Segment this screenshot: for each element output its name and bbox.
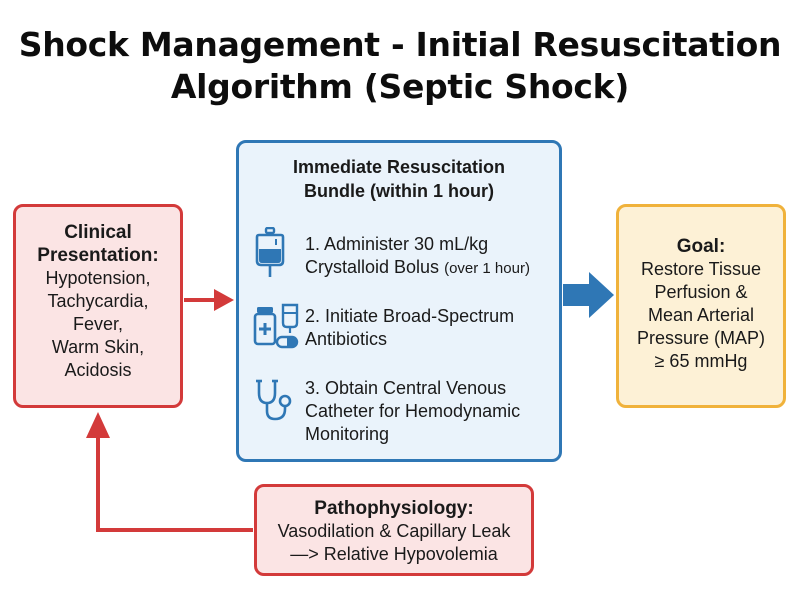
goal-heading: Goal:: [676, 236, 726, 257]
clinical-heading-line-2: Presentation:: [37, 245, 159, 266]
goal-item: Pressure (MAP): [636, 328, 766, 348]
pathophysiology-line-2: —> Relative Hypovolemia: [290, 544, 498, 564]
clinical-item: Warm Skin,: [51, 337, 145, 357]
step-1-line-2-text: Crystalloid Bolus: [305, 257, 440, 277]
title-line-1: Shock Management - Initial Resuscitation: [18, 25, 782, 64]
goal-item: Restore Tissue: [640, 259, 762, 279]
step-3-line-1: 3. Obtain Central Venous: [305, 378, 507, 398]
step-1-note: (over 1 hour): [444, 260, 530, 277]
goal-item: Mean Arterial: [647, 305, 755, 325]
step-2-line-1: 2. Initiate Broad-Spectrum: [305, 306, 515, 326]
medication-icon: [253, 303, 299, 349]
arrow-pathophysiology-to-clinical: [86, 412, 253, 532]
step-3-line-3: Monitoring: [305, 424, 390, 444]
step-3-line-2: Catheter for Hemodynamic: [305, 401, 521, 421]
bundle-title-line-2: Bundle (within 1 hour): [304, 181, 494, 201]
bundle-step-3: 3. Obtain Central Venous Catheter for He…: [305, 377, 555, 446]
diagram-title: Shock Management - Initial Resuscitation…: [0, 24, 800, 108]
step-1-line-2: Crystalloid Bolus (over 1 hour): [305, 256, 555, 280]
bundle-step-1: 1. Administer 30 mL/kg Crystalloid Bolus…: [305, 233, 555, 280]
bundle-title: Immediate Resuscitation Bundle (within 1…: [239, 155, 559, 203]
goal-item: ≥ 65 mmHg: [654, 351, 748, 371]
clinical-item: Hypotension,: [45, 268, 151, 288]
title-line-2: Algorithm (Septic Shock): [170, 67, 630, 106]
arrow-bundle-to-goal: [563, 272, 614, 318]
clinical-heading-line-1: Clinical: [64, 222, 132, 243]
arrow-clinical-to-bundle: [184, 289, 234, 311]
pathophysiology-box: Pathophysiology: Vasodilation & Capillar…: [254, 484, 534, 576]
bundle-step-2: 2. Initiate Broad-Spectrum Antibiotics: [305, 305, 555, 351]
clinical-item: Tachycardia,: [47, 291, 149, 311]
clinical-item: Fever,: [72, 314, 124, 334]
bundle-title-line-1: Immediate Resuscitation: [292, 157, 506, 177]
pathophysiology-line-1: Vasodilation & Capillary Leak: [277, 521, 511, 541]
clinical-presentation-box: Clinical Presentation: Hypotension, Tach…: [13, 204, 183, 408]
iv-bag-icon: [255, 227, 285, 277]
step-1-line-1: 1. Administer 30 mL/kg: [305, 234, 489, 254]
stethoscope-icon: [256, 379, 292, 421]
goal-box: Goal: Restore Tissue Perfusion & Mean Ar…: [616, 204, 786, 408]
resuscitation-bundle-box: Immediate Resuscitation Bundle (within 1…: [236, 140, 562, 462]
goal-item: Perfusion &: [654, 282, 748, 302]
pathophysiology-heading: Pathophysiology:: [314, 498, 474, 519]
clinical-heading: Clinical Presentation:: [16, 221, 180, 267]
step-2-line-2: Antibiotics: [305, 329, 388, 349]
clinical-item: Acidosis: [64, 360, 132, 380]
